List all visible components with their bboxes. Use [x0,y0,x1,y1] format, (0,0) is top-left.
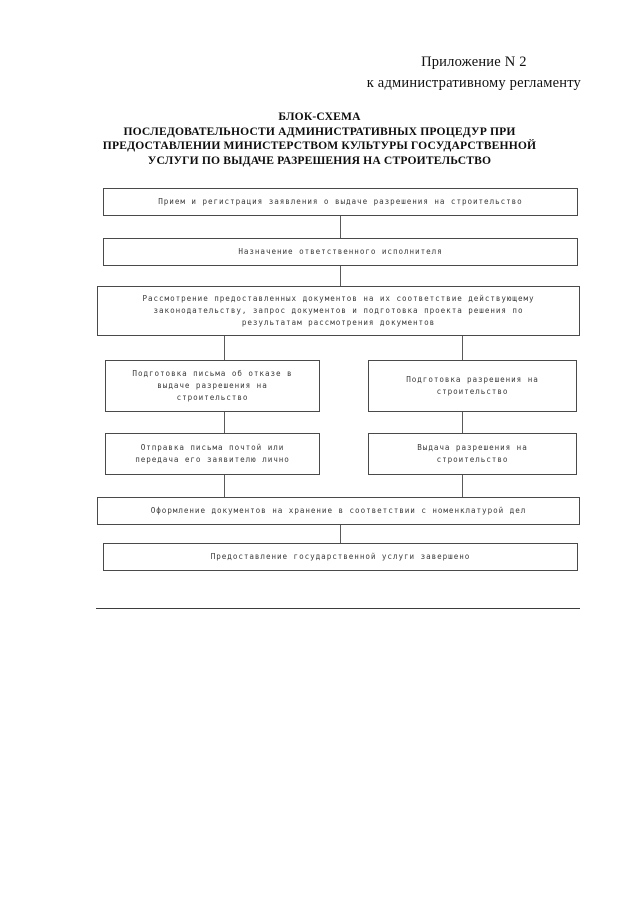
connector-assignment-to-review [340,266,341,286]
flow-node-intake: Прием и регистрация заявления о выдаче р… [103,188,578,216]
flow-node-issue-permit: Выдача разрешения на строительство [368,433,577,475]
connector-issue-to-archive [462,475,463,497]
flow-node-refusal-letter-line-1: Подготовка письма об отказе в [132,368,293,378]
flow-node-intake-line-1: Прием и регистрация заявления о выдаче р… [158,196,523,206]
appendix-reference: к административному регламенту [366,75,581,91]
flow-node-archive-documents: Оформление документов на хранение в соот… [97,497,580,525]
flow-node-refusal-letter: Подготовка письма об отказе в выдаче раз… [105,360,320,412]
title-line-3: ПРЕДОСТАВЛЕНИИ МИНИСТЕРСТВОМ КУЛЬТУРЫ ГО… [102,139,537,153]
connector-archive-to-complete [340,525,341,543]
flow-node-review: Рассмотрение предоставленных документов … [97,286,580,336]
title-line-4: УСЛУГИ ПО ВЫДАЧЕ РАЗРЕШЕНИЯ НА СТРОИТЕЛЬ… [147,153,492,167]
flow-node-assignment: Назначение ответственного исполнителя [103,238,578,266]
flow-node-service-complete-line-1: Предоставление государственной услуги за… [210,551,471,561]
flow-node-permit-preparation: Подготовка разрешения на строительство [368,360,577,412]
footer-divider [96,608,580,609]
flow-node-refusal-letter-line-3: строительство [176,393,249,403]
flow-node-review-line-2: законодательству, запрос документов и по… [153,305,524,315]
appendix-header: Приложение N 2 к административному регла… [367,52,581,94]
flow-node-permit-preparation-line-1: Подготовка разрешения на [406,374,539,384]
flow-node-service-complete: Предоставление государственной услуги за… [103,543,578,571]
connector-review-to-refusal [224,336,225,360]
connector-send-to-archive [224,475,225,497]
flow-node-send-letter: Отправка письма почтой или передача его … [105,433,320,475]
flow-node-assignment-line-1: Назначение ответственного исполнителя [238,246,443,256]
flow-node-issue-permit-line-2: строительство [436,455,509,464]
title-line-1: БЛОК-СХЕМА [278,110,361,123]
flow-node-send-letter-line-1: Отправка письма почтой или [140,442,285,452]
flow-node-issue-permit-line-1: Выдача разрешения на [417,442,528,452]
flow-node-permit-preparation-line-2: строительство [436,387,509,396]
connector-permit-to-issue [462,412,463,433]
flow-node-review-line-1: Рассмотрение предоставленных документов … [142,293,535,303]
connector-review-to-permit [462,336,463,360]
connector-intake-to-assignment [340,216,341,238]
connector-refusal-to-send [224,412,225,433]
title-line-2: ПОСЛЕДОВАТЕЛЬНОСТИ АДМИНИСТРАТИВНЫХ ПРОЦ… [123,124,516,138]
flow-node-send-letter-line-2: передача его заявителю лично [135,455,290,464]
page-title: БЛОК-СХЕМА ПОСЛЕДОВАТЕЛЬНОСТИ АДМИНИСТРА… [0,110,639,168]
flow-node-archive-documents-line-1: Оформление документов на хранение в соот… [150,505,527,515]
appendix-number: Приложение N 2 [421,54,527,70]
flowchart: Прием и регистрация заявления о выдаче р… [97,188,580,571]
flow-node-refusal-letter-line-2: выдаче разрешения на [157,380,268,390]
flow-node-review-line-3: результатам рассмотрения документов [241,318,436,328]
